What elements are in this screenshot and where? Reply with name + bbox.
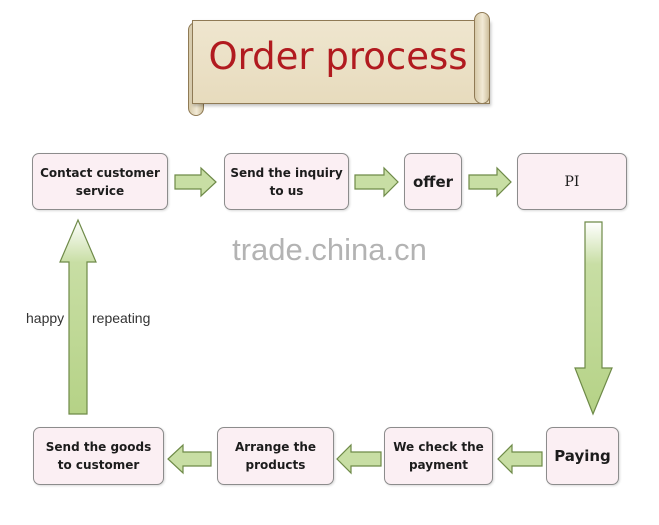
arrow-left-1 xyxy=(497,443,543,475)
label-repeating: repeating xyxy=(92,310,151,326)
arrow-up xyxy=(59,218,97,415)
arrow-left-3 xyxy=(167,443,212,475)
arrow-right-3 xyxy=(468,166,512,198)
step-arrange-products: Arrange the products xyxy=(217,427,334,485)
step-offer: offer xyxy=(404,153,462,210)
step-send-goods: Send the goods to customer xyxy=(33,427,164,485)
label-happy: happy xyxy=(26,310,65,326)
step-check-payment: We check the payment xyxy=(384,427,493,485)
arrow-left-2 xyxy=(336,443,382,475)
step-send-inquiry: Send the inquiry to us xyxy=(224,153,349,210)
arrow-right-2 xyxy=(354,166,399,198)
step-contact-customer-service: Contact customer service xyxy=(32,153,168,210)
scroll-curl-right xyxy=(474,12,490,104)
watermark: trade.china.cn xyxy=(232,232,427,267)
arrow-right-1 xyxy=(174,166,217,198)
step-pi: PI xyxy=(517,153,627,210)
title-banner xyxy=(192,20,490,104)
diagram-title: Order process xyxy=(208,35,468,78)
step-paying: Paying xyxy=(546,427,619,485)
arrow-down xyxy=(574,221,613,416)
